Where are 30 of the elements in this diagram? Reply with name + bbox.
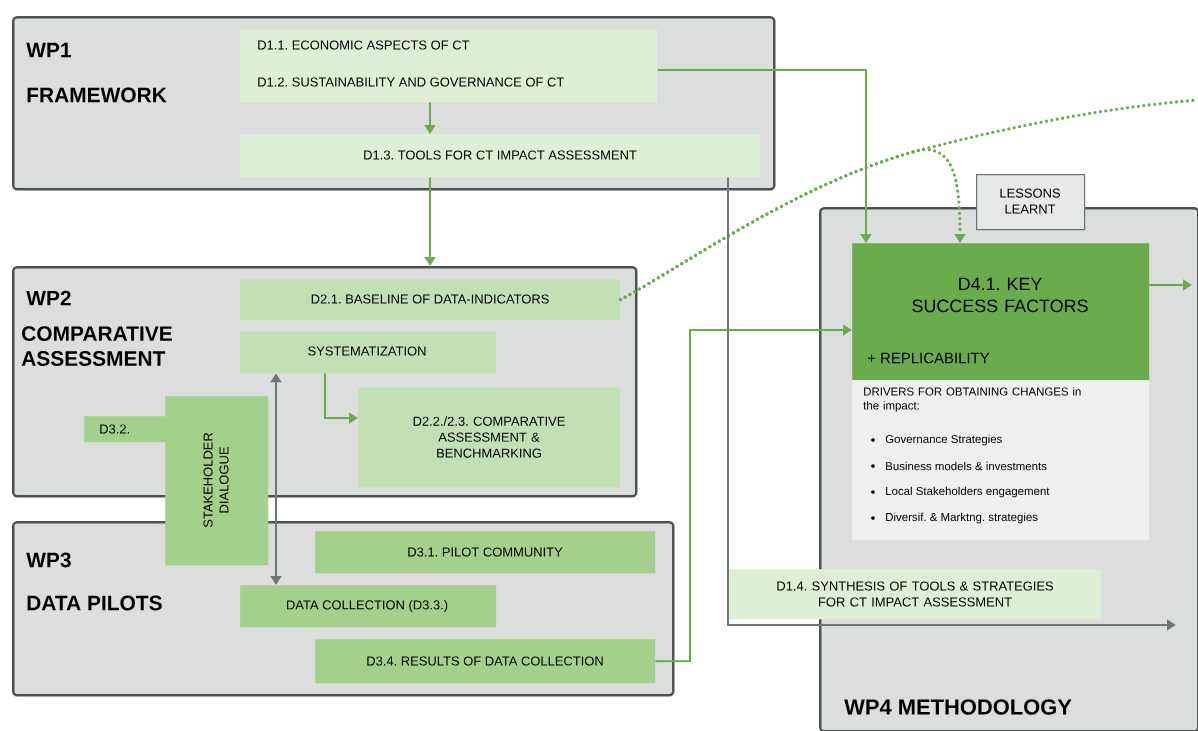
arrow	[618, 148, 966, 302]
box-label: SYSTEMATIZATION	[308, 346, 426, 356]
box-label: D1.4. SYNTHESIS OF TOOLS & STRATEGIES FOR CT IMPACT ASSESSMENT	[777, 581, 1054, 607]
driver-text: DRIVERS FOR OBTAINING CHANGES in the impact:	[863, 387, 1081, 412]
box-label: D1.1. ECONOMIC ASPECTS OF CT	[258, 40, 470, 50]
box-label: D2.2./2.3. COMPARATIVE ASSESSMENT & BENCHMARKING	[413, 416, 565, 458]
panel-heading: FRAMEWORK	[27, 87, 167, 103]
box-label: D3.1. PILOT COMMUNITY	[408, 547, 563, 557]
box-label: DATA COLLECTION (D3.3.)	[287, 599, 448, 613]
panel-heading: DATA PILOTS	[27, 595, 162, 611]
panel-heading: WP4 METHODOLOGY	[844, 699, 1072, 715]
box-label: LESSONS LEARNT	[1000, 188, 1060, 214]
panel-heading: WP2	[26, 290, 71, 306]
arrow	[654, 324, 852, 663]
box-subtitle: + REPLICABILITY	[867, 352, 990, 364]
panel-heading: WP1	[26, 42, 71, 58]
bullet-item: Local Stakeholders engagement	[871, 486, 1050, 498]
box-label: D2.1. BASELINE OF DATA-INDICATORS	[311, 294, 549, 304]
box-label: STAKEHOLDER DIALOGUE	[203, 432, 229, 528]
box-label: D3.2.	[100, 424, 129, 434]
box-label: D1.2. SUSTAINABILITY AND GOVERNANCE OF CT	[258, 77, 564, 87]
box-title: D4.1. KEY SUCCESS FACTORS	[912, 277, 1088, 313]
arrow	[656, 69, 872, 243]
panel-heading: WP3	[26, 552, 71, 568]
bullet-item: Diversif. & Marktng. strategies	[871, 512, 1038, 524]
bullet-item: Business models & investments	[871, 461, 1047, 471]
box-label: D3.4. RESULTS OF DATA COLLECTION	[367, 656, 603, 666]
panel-heading: COMPARATIVE ASSESSMENT	[21, 326, 172, 366]
box-label: D1.3. TOOLS FOR CT IMPACT ASSESSMENT	[364, 150, 637, 160]
bullet-item: Governance Strategies	[871, 434, 1002, 446]
